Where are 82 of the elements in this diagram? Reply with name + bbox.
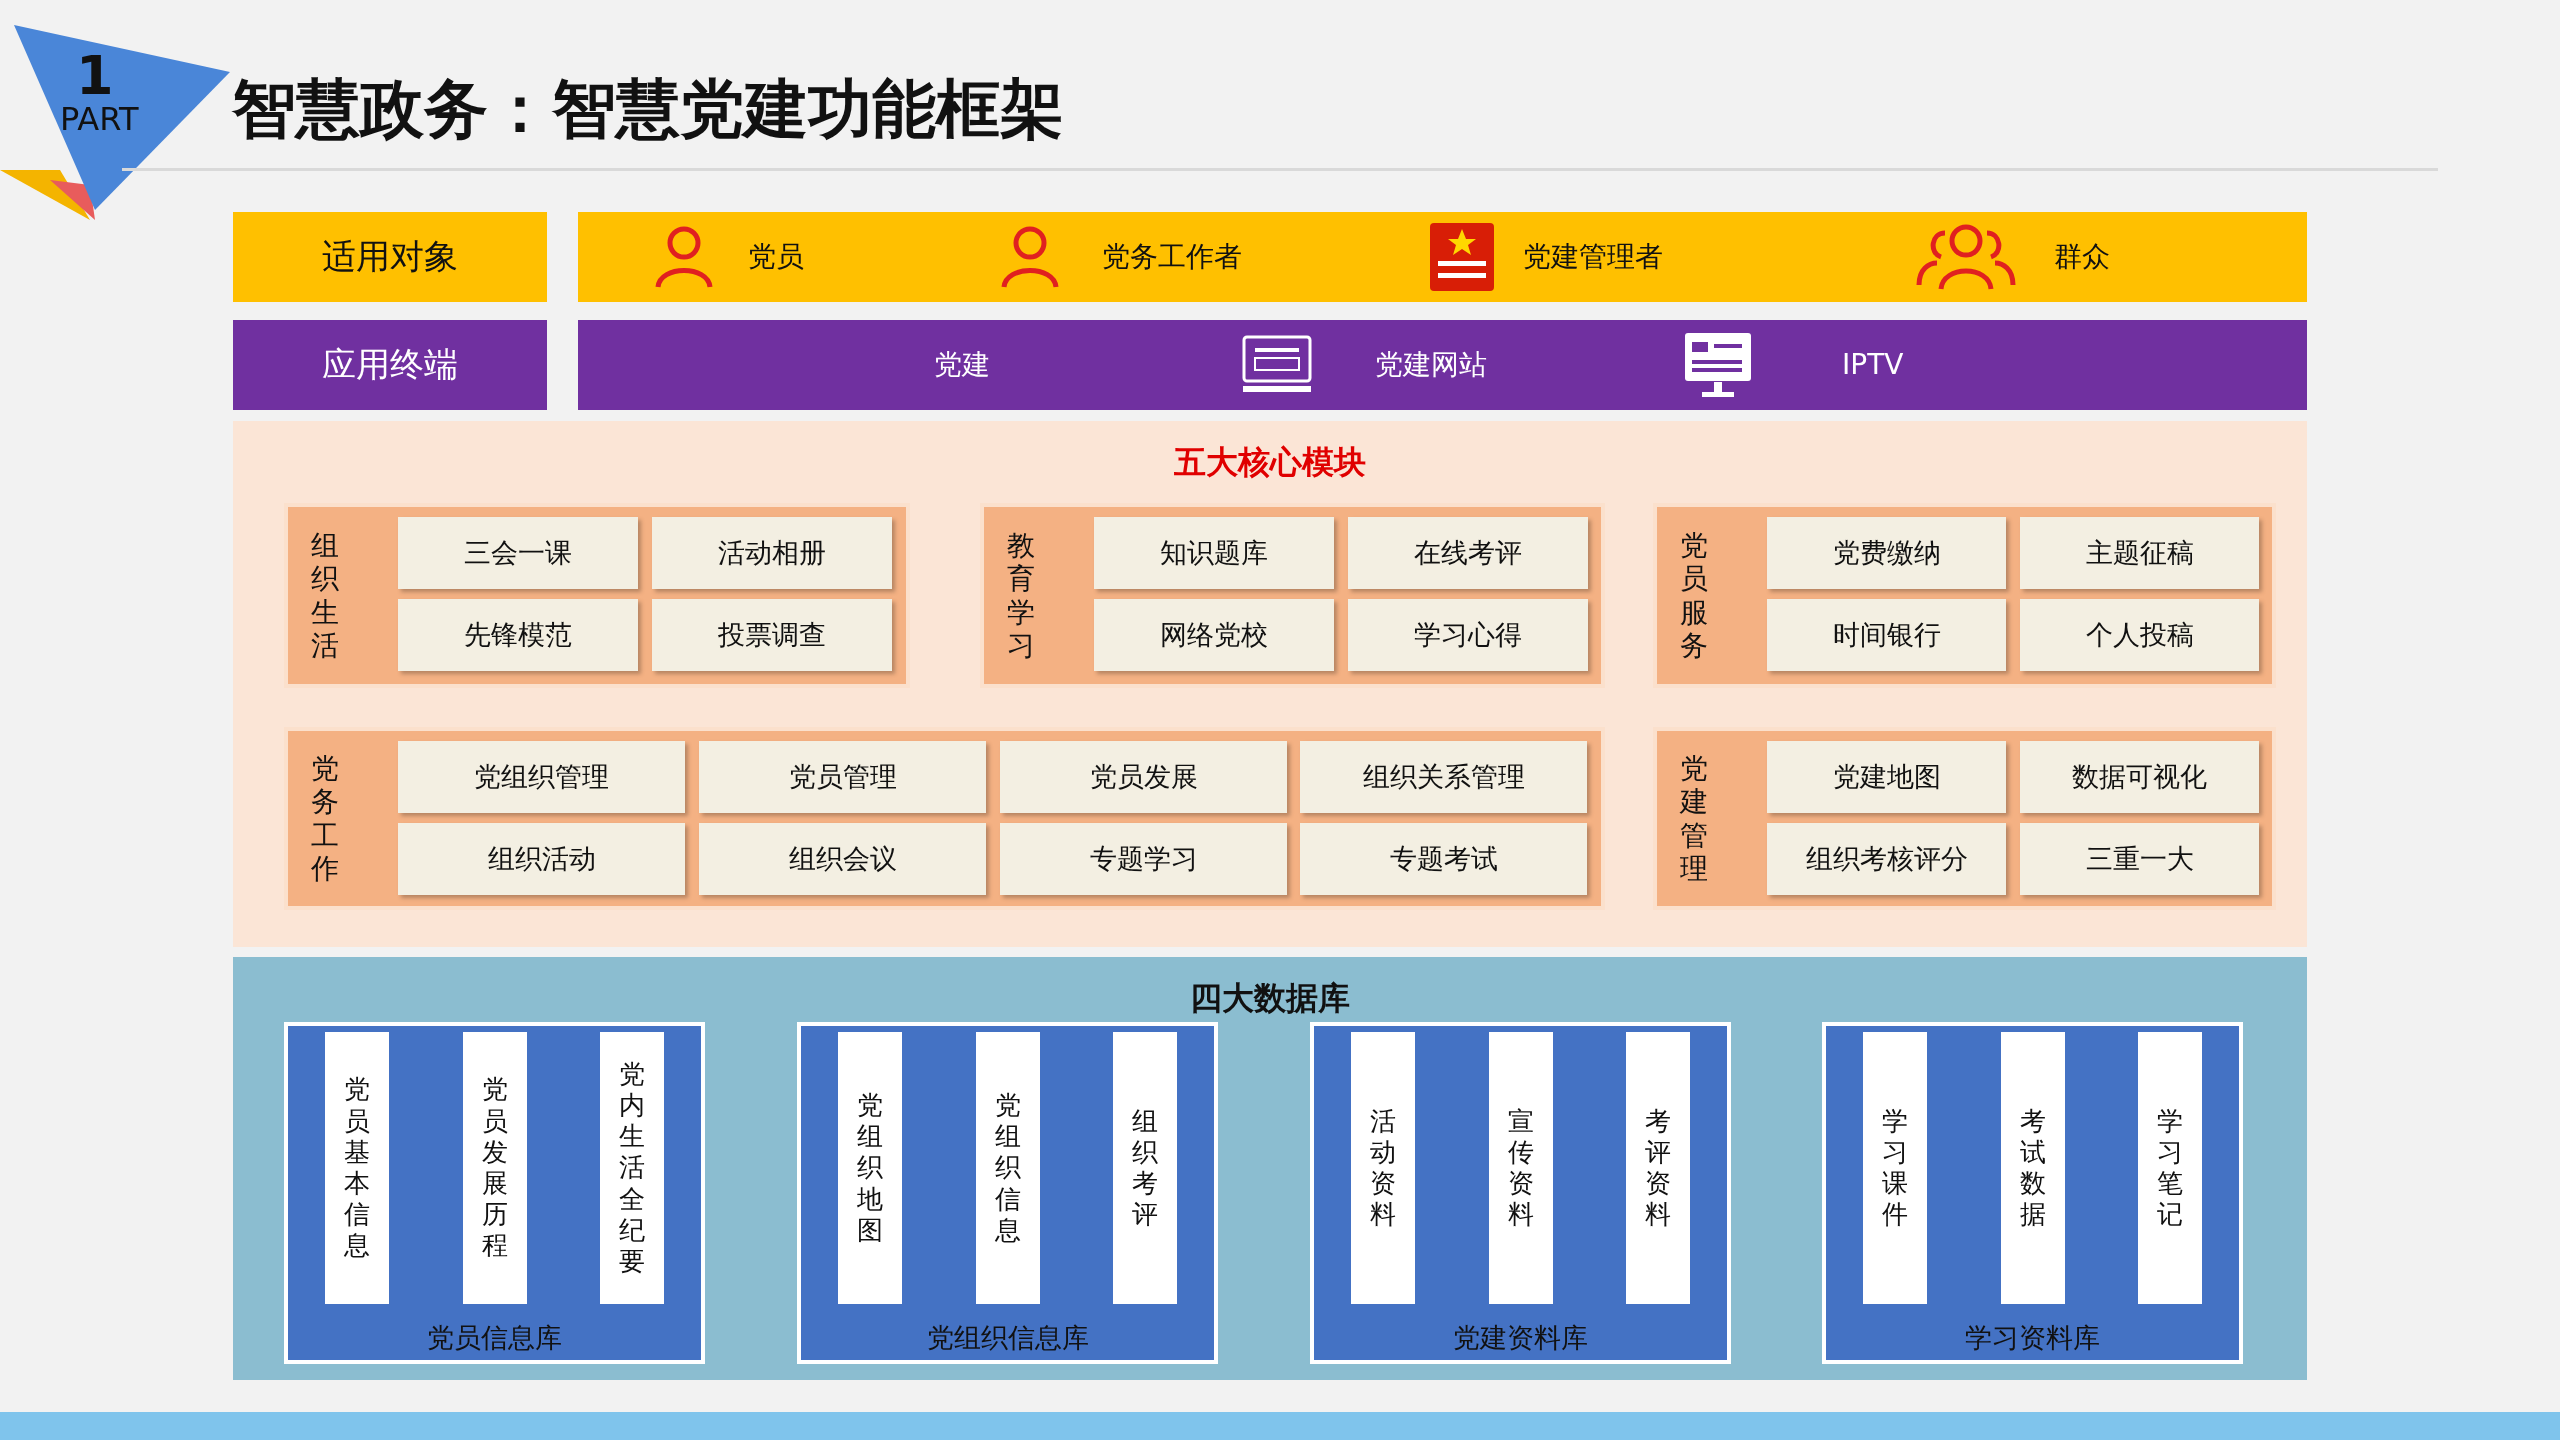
data-strip xyxy=(1863,1032,1927,1304)
database-box xyxy=(797,1022,1218,1364)
terminal-band xyxy=(578,320,2307,410)
data-strip-label: 活动资料 xyxy=(1369,1105,1397,1231)
group-title: 党员服务 xyxy=(1679,528,1709,663)
module-item: 专题学习 xyxy=(1000,823,1287,895)
module-item: 组织会议 xyxy=(699,823,986,895)
module-item: 党费缴纳 xyxy=(1767,517,2006,589)
module-item: 时间银行 xyxy=(1767,599,2006,671)
database-title: 党建资料库 xyxy=(1452,1321,1589,1355)
audience-label: 党务工作者 xyxy=(1102,212,1242,302)
databases-panel xyxy=(233,957,2307,1380)
module-item: 三会一课 xyxy=(398,517,638,589)
data-strip-label: 学习课件 xyxy=(1881,1105,1909,1231)
module-item: 学习心得 xyxy=(1348,599,1588,671)
page-title: 智慧政务：智慧党建功能框架 xyxy=(232,71,1064,148)
module-item: 个人投稿 xyxy=(2020,599,2259,671)
module-item: 在线考评 xyxy=(1348,517,1588,589)
module-item: 党组织管理 xyxy=(398,741,685,813)
data-strip-label: 学习笔记 xyxy=(2156,1105,2184,1231)
module-item: 知识题库 xyxy=(1094,517,1334,589)
audience-label: 党建管理者 xyxy=(1523,212,1663,302)
audience-label: 党员 xyxy=(748,212,804,302)
terminal-label: IPTV xyxy=(1842,320,1904,410)
module-group xyxy=(980,503,1605,688)
module-item: 专题考试 xyxy=(1300,823,1587,895)
module-group xyxy=(284,727,1605,910)
module-item: 三重一大 xyxy=(2020,823,2259,895)
data-strip-label: 党内生活全纪要 xyxy=(618,1058,646,1278)
module-item: 数据可视化 xyxy=(2020,741,2259,813)
data-strip xyxy=(976,1032,1040,1304)
data-strip xyxy=(463,1032,527,1304)
data-strip xyxy=(1351,1032,1415,1304)
module-item: 组织关系管理 xyxy=(1300,741,1587,813)
module-item: 组织考核评分 xyxy=(1767,823,2006,895)
terminal-label: 党建 xyxy=(934,320,990,410)
core-modules-panel xyxy=(233,421,2307,947)
module-group xyxy=(284,503,910,688)
data-strip-label: 党员基本信息 xyxy=(343,1074,371,1262)
panel-title: 四大数据库 xyxy=(1189,978,1351,1019)
data-strip-label: 组织考评 xyxy=(1131,1105,1159,1231)
data-strip xyxy=(838,1032,902,1304)
terminal-label: 党建网站 xyxy=(1375,320,1487,410)
audience-band xyxy=(578,212,2307,302)
data-strip xyxy=(2138,1032,2202,1304)
group-title: 组织生活 xyxy=(310,528,340,663)
data-strip xyxy=(1626,1032,1690,1304)
database-box xyxy=(1822,1022,2243,1364)
audience-label: 群众 xyxy=(2054,212,2110,302)
data-strip xyxy=(600,1032,664,1304)
database-title: 党组织信息库 xyxy=(925,1321,1090,1355)
category-box: 适用对象 xyxy=(233,212,547,302)
module-item: 投票调查 xyxy=(652,599,892,671)
module-group xyxy=(1653,503,2276,688)
group-title: 党务工作 xyxy=(310,751,340,886)
group-title: 党建管理 xyxy=(1679,751,1709,886)
data-strip-label: 党组织地图 xyxy=(856,1090,884,1246)
data-strip xyxy=(325,1032,389,1304)
data-strip xyxy=(1489,1032,1553,1304)
group-title: 教育学习 xyxy=(1006,528,1036,663)
module-group xyxy=(1653,727,2276,910)
database-box xyxy=(284,1022,705,1364)
module-item: 主题征稿 xyxy=(2020,517,2259,589)
module-item: 党建地图 xyxy=(1767,741,2006,813)
database-title: 学习资料库 xyxy=(1964,1321,2101,1355)
data-strip-label: 党员发展历程 xyxy=(481,1074,509,1262)
data-strip-label: 考评资料 xyxy=(1644,1105,1672,1231)
data-strip-label: 党组织信息 xyxy=(994,1090,1022,1246)
database-title: 党员信息库 xyxy=(426,1321,563,1355)
module-item: 党员发展 xyxy=(1000,741,1287,813)
panel-title: 五大核心模块 xyxy=(1173,442,1367,483)
category-box: 应用终端 xyxy=(233,320,547,410)
module-item: 组织活动 xyxy=(398,823,685,895)
database-box xyxy=(1310,1022,1731,1364)
module-item: 网络党校 xyxy=(1094,599,1334,671)
data-strip-label: 考试数据 xyxy=(2019,1105,2047,1231)
data-strip xyxy=(1113,1032,1177,1304)
data-strip-label: 宣传资料 xyxy=(1507,1105,1535,1231)
module-item: 党员管理 xyxy=(699,741,986,813)
data-strip xyxy=(2001,1032,2065,1304)
module-item: 活动相册 xyxy=(652,517,892,589)
module-item: 先锋模范 xyxy=(398,599,638,671)
